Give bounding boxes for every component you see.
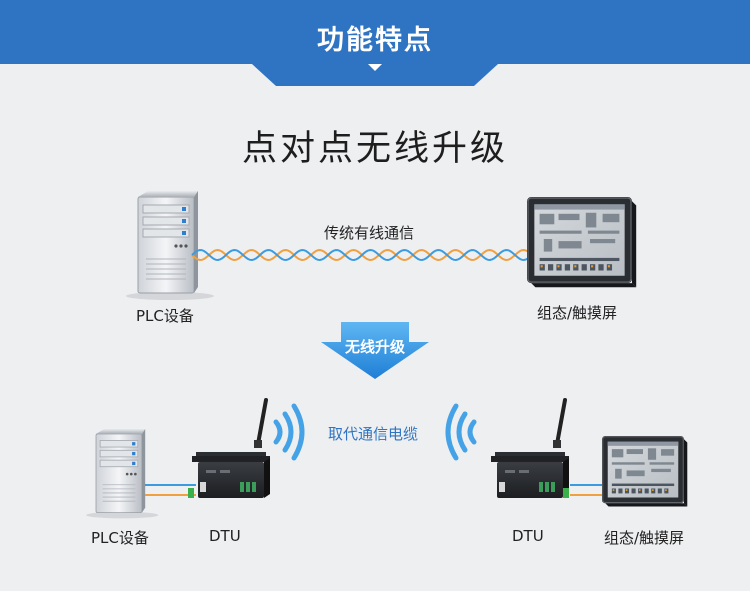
hmi-screen-top	[526, 196, 637, 288]
cable-label: 传统有线通信	[324, 224, 415, 242]
wifi-signal-icon-left	[273, 403, 305, 461]
hmi-label-top: 组态/触摸屏	[537, 304, 618, 322]
plc-label-top: PLC设备	[136, 307, 194, 325]
dtu-device-right	[489, 398, 571, 500]
wireless-label: 取代通信电缆	[328, 425, 419, 443]
dtu-label-right: DTU	[512, 527, 544, 545]
wired-cable-orange	[191, 249, 531, 261]
upgrade-arrow-icon	[321, 322, 429, 379]
plc-label-bottom: PLC设备	[91, 529, 149, 547]
connector-icon	[188, 488, 194, 498]
plc-device-bottom	[85, 428, 159, 519]
dtu-device-left	[190, 398, 272, 500]
chevron-down-icon	[368, 64, 382, 71]
page-heading: 点对点无线升级	[241, 129, 508, 169]
hmi-label-bottom: 组态/触摸屏	[604, 529, 685, 547]
header-title: 功能特点	[317, 25, 433, 56]
plc-device-top	[125, 190, 215, 301]
connector-icon	[563, 488, 569, 498]
dtu-label-left: DTU	[209, 527, 241, 545]
upgrade-arrow-label: 无线升级	[344, 338, 405, 356]
hmi-screen-bottom	[601, 435, 688, 507]
header-tab: 功能特点	[252, 0, 498, 86]
wired-cable-blue	[191, 249, 531, 261]
wifi-signal-icon-right	[445, 403, 477, 461]
header-tab-shape	[252, 0, 498, 86]
